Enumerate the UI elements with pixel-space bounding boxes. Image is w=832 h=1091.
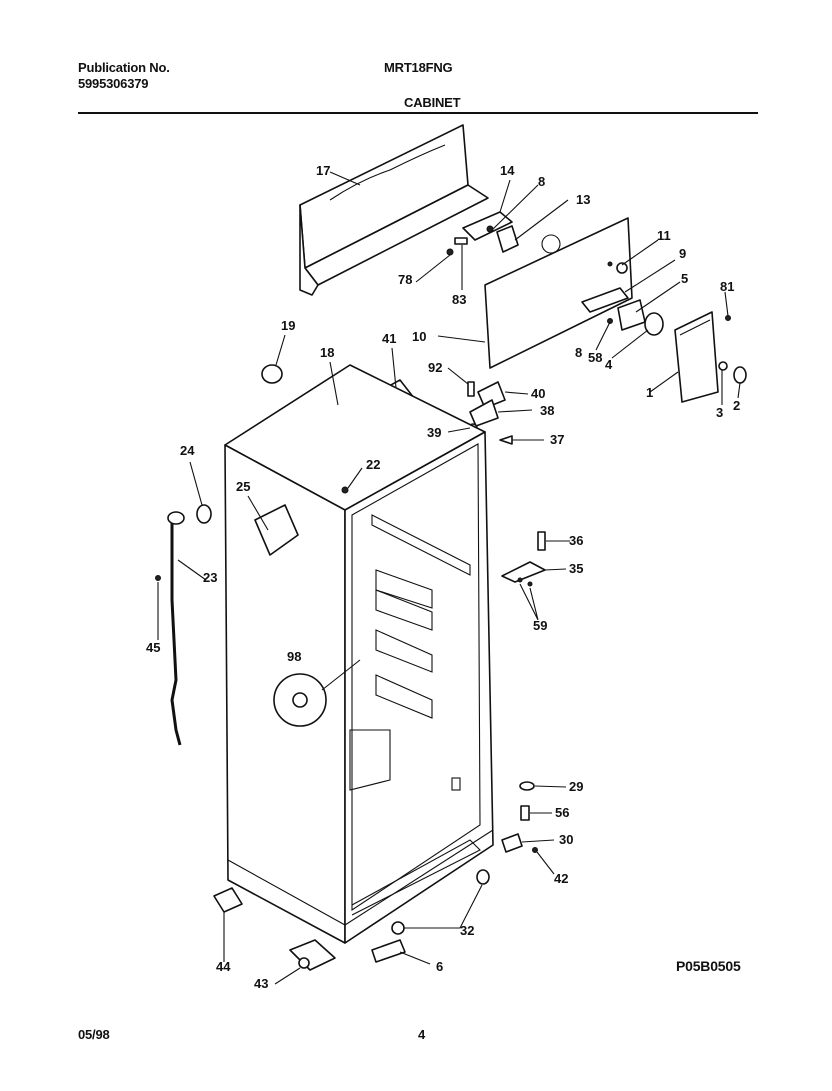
publication-number: 5995306379	[78, 76, 149, 91]
callout-44: 44	[216, 959, 231, 974]
part-5-fan-motor	[617, 299, 646, 331]
part-43-roller	[289, 939, 336, 971]
callout-3: 3	[716, 405, 723, 420]
part-6-grille	[371, 939, 406, 963]
diagram-code: P05B0505	[676, 958, 741, 974]
part-30-bottom-hinge	[501, 833, 523, 853]
part-81-screw	[725, 315, 731, 321]
callout-56: 56	[555, 805, 569, 820]
callout-labels: 17 14 8 13 11 9 5 81 78 83 10 8 58 4 1 3…	[146, 163, 740, 991]
callout-9: 9	[679, 246, 686, 261]
callout-39: 39	[427, 425, 441, 440]
part-37-stop	[499, 435, 513, 445]
callout-81: 81	[720, 279, 734, 294]
cabinet-body	[224, 364, 494, 944]
callout-22: 22	[366, 457, 380, 472]
page-number: 4	[418, 1027, 426, 1042]
callout-2: 2	[733, 398, 740, 413]
part-23-drain-tube	[167, 511, 185, 746]
part-13-thermostat	[496, 225, 519, 253]
part-2-knob	[733, 366, 747, 384]
callout-83: 83	[452, 292, 466, 307]
publication-label: Publication No.	[78, 60, 170, 75]
callout-78: 78	[398, 272, 412, 287]
part-36-hinge-pin	[537, 531, 546, 551]
part-98-patch	[273, 659, 361, 727]
callout-32: 32	[460, 923, 474, 938]
callout-59: 59	[533, 618, 547, 633]
section-title: CABINET	[404, 95, 461, 110]
part-45-screw	[155, 575, 161, 581]
callout-30: 30	[559, 832, 573, 847]
callout-6: 6	[436, 959, 443, 974]
callout-17: 17	[316, 163, 330, 178]
part-44-leveler	[213, 887, 243, 913]
part-10-evaporator-cover	[484, 217, 633, 369]
part-22-screw	[341, 486, 349, 494]
part-59-screws	[517, 577, 533, 587]
callout-43: 43	[254, 976, 268, 991]
part-83-clip	[454, 237, 468, 245]
part-9-fan-bracket	[581, 287, 629, 313]
part-78-screw	[446, 248, 454, 256]
callout-38: 38	[540, 403, 554, 418]
part-32-plugs	[391, 869, 490, 935]
callout-58: 58	[588, 350, 602, 365]
callout-4: 4	[605, 357, 613, 372]
callout-92: 92	[428, 360, 442, 375]
callout-11: 11	[657, 228, 671, 243]
footer-date: 05/98	[78, 1027, 110, 1042]
part-4-fan-blade	[644, 312, 664, 336]
part-25-side-bracket	[254, 504, 299, 556]
part-3-knob-shaft	[718, 361, 728, 371]
part-56-pin	[520, 805, 530, 821]
callout-37: 37	[550, 432, 564, 447]
callout-8-top: 8	[538, 174, 545, 189]
part-42-screw	[532, 847, 538, 853]
callout-5: 5	[681, 271, 688, 286]
callout-35: 35	[569, 561, 583, 576]
callout-8-mid: 8	[575, 345, 582, 360]
part-58-screw	[607, 318, 613, 324]
callout-40: 40	[531, 386, 545, 401]
part-1-control-housing	[674, 311, 719, 403]
callout-23: 23	[203, 570, 217, 585]
model-number: MRT18FNG	[384, 60, 453, 75]
part-19-plug	[261, 364, 283, 384]
part-38-top-hinge	[469, 399, 499, 427]
part-24-grommet	[196, 504, 212, 524]
part-92-bolt	[467, 381, 475, 397]
header-rule	[78, 112, 758, 114]
part-29-washer	[519, 781, 535, 791]
part-35-center-hinge	[501, 561, 546, 583]
callout-25: 25	[236, 479, 250, 494]
part-40-hinge-cover	[477, 381, 506, 409]
leader-lines	[157, 171, 741, 985]
callout-10: 10	[412, 329, 426, 344]
callout-45: 45	[146, 640, 160, 655]
callout-42: 42	[554, 871, 568, 886]
callout-36: 36	[569, 533, 583, 548]
callout-29: 29	[569, 779, 583, 794]
callout-19: 19	[281, 318, 295, 333]
callout-41: 41	[382, 331, 396, 346]
callout-18: 18	[320, 345, 334, 360]
callout-13: 13	[576, 192, 590, 207]
callout-1: 1	[646, 385, 653, 400]
part-11-grommet	[616, 262, 628, 274]
callout-14: 14	[500, 163, 515, 178]
callout-24: 24	[180, 443, 195, 458]
part-17-duct-cover	[299, 124, 489, 296]
callout-98: 98	[287, 649, 301, 664]
